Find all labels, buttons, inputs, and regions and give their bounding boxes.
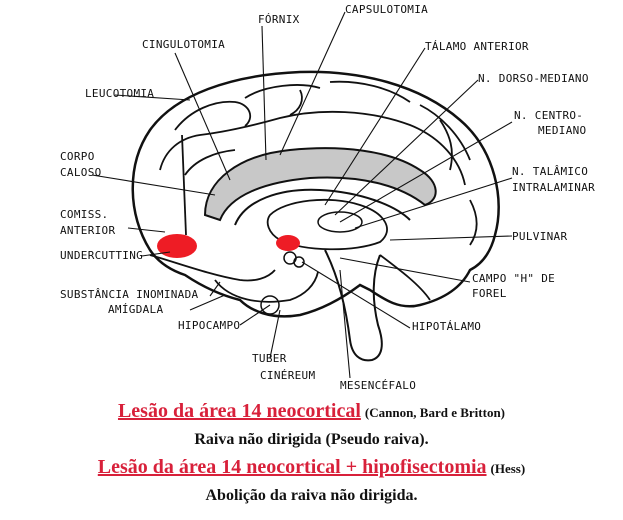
label-hipotalamo: HIPOTÁLAMO <box>412 320 481 333</box>
cingulotomy-marker <box>181 134 187 236</box>
brain-outline <box>131 70 500 318</box>
caption-line-3: Lesão da área 14 neocortical + hipofisec… <box>0 456 623 479</box>
label-cingulotomia: CINGULOTOMIA <box>142 38 225 51</box>
label-comiss: COMISS. <box>60 208 108 221</box>
caption-lesion-hipofisectomia: Lesão da área 14 neocortical + hipofisec… <box>97 456 487 478</box>
lesion-hypothalamic <box>276 235 300 251</box>
caption-line-2: Raiva não dirigida (Pseudo raiva). <box>194 431 429 448</box>
lesion-anterior <box>157 234 197 258</box>
cerebellum-edge <box>379 254 431 301</box>
mammillary-body-2 <box>293 256 305 268</box>
fornix <box>234 188 411 226</box>
label-pulvinar: PULVINAR <box>512 230 567 243</box>
label-intralaminar: INTRALAMINAR <box>512 181 595 194</box>
label-capsulotomia: CAPSULOTOMIA <box>345 3 428 16</box>
label-amigdala: AMÍGDALA <box>108 303 163 316</box>
caption-reference-2: (Hess) <box>490 461 526 476</box>
label-campo-h: CAMPO "H" DE <box>472 272 555 285</box>
label-caloso: CALOSO <box>60 166 102 179</box>
label-cinereum: CINÉREUM <box>260 369 315 382</box>
brain-sagittal-diagram: FÓRNIX CAPSULOTOMIA CINGULOTOMIA TÁLAMO … <box>60 3 595 392</box>
thalamic-nucleus <box>317 211 363 233</box>
label-undercutting: UNDERCUTTING <box>60 249 143 262</box>
caption-reference-1: (Cannon, Bard e Britton) <box>364 405 506 420</box>
label-talamo-anterior: TÁLAMO ANTERIOR <box>425 40 529 53</box>
caption-line-1: Lesão da área 14 neocortical (Cannon, Ba… <box>0 400 623 423</box>
label-tuber: TUBER <box>252 352 287 365</box>
label-anterior: ANTERIOR <box>60 224 115 237</box>
caption-lesion-title: Lesão da área 14 neocortical <box>117 400 361 422</box>
label-n-talamico: N. TALÂMICO <box>512 165 588 178</box>
thalamus <box>266 198 388 251</box>
label-n-dorso-mediano: N. DORSO-MEDIANO <box>478 72 589 85</box>
label-substancia-inominada: SUBSTÂNCIA INOMINADA <box>60 288 199 301</box>
temporal-lobe <box>149 254 276 282</box>
hypophysis <box>260 295 280 315</box>
leader-lines <box>91 11 513 379</box>
label-leucotomia: LEUCOTOMIA <box>85 87 154 100</box>
caption-line-4: Abolição da raiva não dirigida. <box>205 487 418 504</box>
label-mesencefalo: MESENCÉFALO <box>340 379 416 392</box>
hippocampus-outline <box>214 271 319 303</box>
label-n-centro-2: MEDIANO <box>538 124 586 137</box>
label-forel: FOREL <box>472 287 507 300</box>
gyri <box>159 80 478 246</box>
label-n-centro-1: N. CENTRO- <box>514 109 583 122</box>
label-fornix: FÓRNIX <box>258 13 300 26</box>
label-corpo: CORPO <box>60 150 95 163</box>
corpus-callosum <box>203 147 437 222</box>
label-hipocampo: HIPOCAMPO <box>178 319 240 332</box>
